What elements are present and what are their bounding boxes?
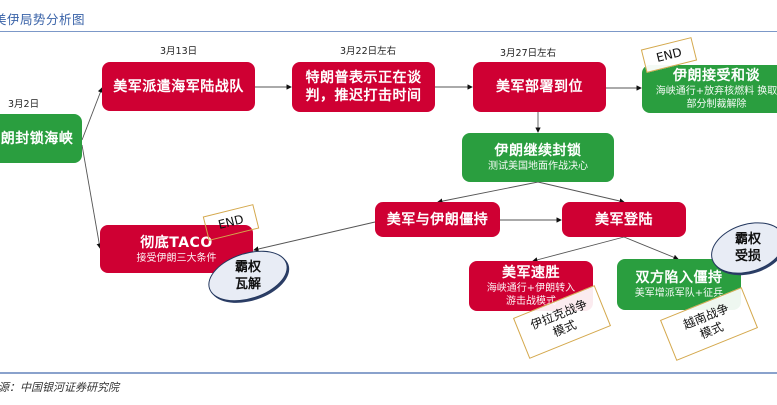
node-sublabel: 接受伊朗三大条件 (136, 252, 217, 264)
node-sublabel: 美军增派军队+征兵 (634, 288, 724, 299)
date-label-mar22: 3月22日左右 (340, 46, 397, 57)
end-stamp-text: END (216, 212, 246, 232)
source-note: 源：中国银河证券研究院 (0, 381, 119, 394)
node-label: 彻底TACO (140, 234, 213, 251)
node-sublabel-line1: 海峡通行+放弃核燃料 换取 (655, 86, 777, 97)
edge-landing-quickwin (532, 236, 625, 263)
node-sublabel: 测试美国地面作战决心 (488, 161, 588, 172)
edge-standoff-taco (253, 221, 376, 252)
node-sublabel-line2: 部分制裁解除 (686, 99, 747, 110)
bottom-divider (0, 372, 777, 374)
diagram-title: 美伊局势分析图 (0, 12, 86, 27)
node-us-landing[interactable]: 美军登陆 (562, 202, 686, 237)
node-sublabel-line2: 游击战模式 (506, 296, 556, 307)
node-label: 伊朗接受和谈 (673, 68, 760, 84)
node-label: 伊朗继续封锁 (494, 143, 582, 159)
edge-blockade-marines (81, 87, 103, 141)
node-us-deployed[interactable]: 美军部署到位 (473, 62, 606, 112)
node-label: 美军与伊朗僵持 (386, 211, 489, 228)
node-iran-blockade[interactable]: 朗封锁海峡 (0, 114, 82, 163)
node-sublabel-line1: 海峡通行+伊朗转入 (486, 283, 576, 294)
node-label: 美军部署到位 (496, 79, 583, 95)
date-label-mar2: 3月2日 (8, 99, 40, 110)
edge-landing-stalemate (623, 236, 679, 260)
node-label: 美军登陆 (595, 211, 653, 228)
callout-text-line2: 瓦解 (234, 277, 262, 293)
node-label: 美军派遣海军陆战队 (113, 78, 244, 95)
callout-text-line1: 霸权 (234, 260, 262, 276)
node-label: 朗封锁海峡 (0, 130, 74, 147)
node-label: 美军速胜 (502, 265, 560, 281)
callout-text-line2: 受损 (734, 249, 762, 265)
callout-text-line1: 霸权 (734, 232, 762, 248)
node-us-iran-standoff[interactable]: 美军与伊朗僵持 (375, 202, 500, 237)
edge-continue-landing (537, 181, 625, 204)
date-label-mar13: 3月13日 (160, 46, 198, 57)
node-label: 双方陷入僵持 (635, 270, 723, 286)
node-trump-negotiation[interactable]: 特朗普表示正在谈 判，推迟打击时间 (292, 62, 435, 112)
end-stamp-text: END (654, 44, 684, 65)
node-iran-accepts-talks[interactable]: 伊朗接受和谈 海峡通行+放弃核燃料 换取 部分制裁解除 (642, 65, 777, 113)
top-divider (0, 31, 777, 32)
node-us-marines[interactable]: 美军派遣海军陆战队 (102, 62, 255, 111)
node-label-line1: 特朗普表示正在谈 (305, 70, 422, 86)
edge-blockade-taco (81, 144, 102, 249)
node-iran-continues-blockade[interactable]: 伊朗继续封锁 测试美国地面作战决心 (462, 133, 614, 182)
node-label-line2: 判，推迟打击时间 (305, 88, 422, 104)
edge-continue-standoff (437, 181, 539, 204)
date-label-mar27: 3月27日左右 (500, 48, 557, 59)
